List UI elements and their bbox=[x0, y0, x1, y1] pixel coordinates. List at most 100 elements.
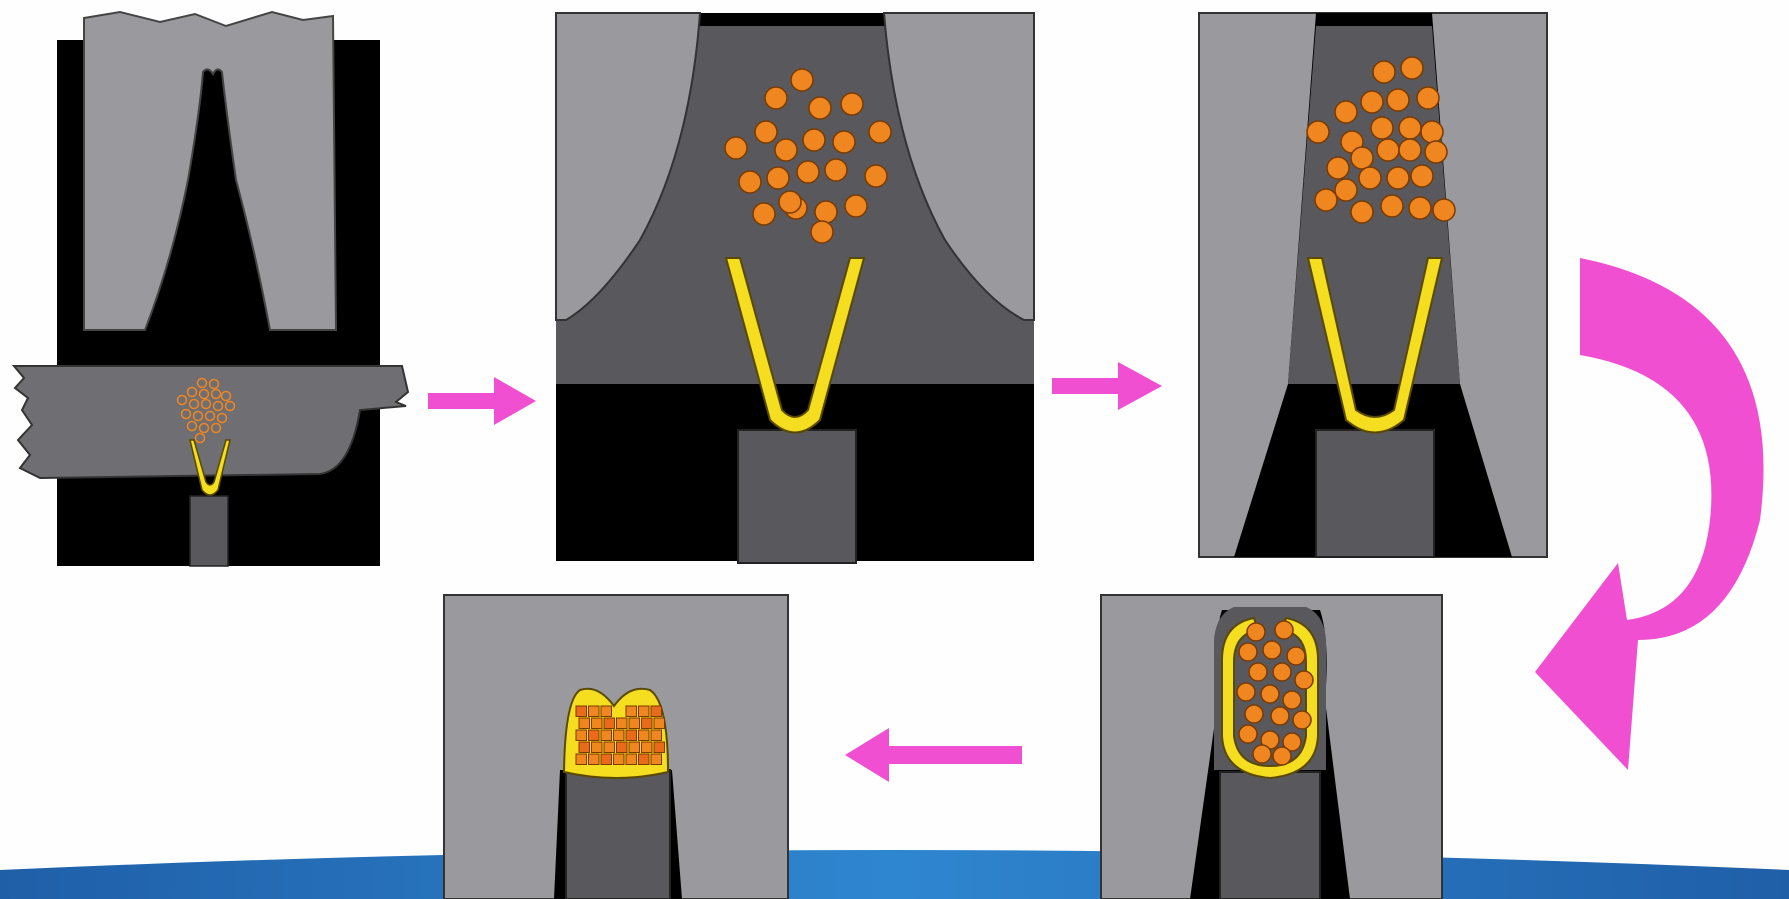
step-4-wings-folding-panel bbox=[1101, 595, 1442, 899]
wire-strand bbox=[1263, 641, 1281, 659]
compressed-strand bbox=[601, 730, 612, 741]
wire-strand bbox=[1275, 621, 1293, 639]
wire-strand bbox=[725, 137, 747, 159]
compressed-strand bbox=[651, 706, 662, 717]
wire-strand bbox=[1293, 711, 1311, 729]
compressed-strand bbox=[589, 706, 600, 717]
wire-strand bbox=[1373, 61, 1395, 83]
wire-strand bbox=[1421, 121, 1443, 143]
wire-strand bbox=[833, 131, 855, 153]
wire-strand bbox=[1399, 117, 1421, 139]
wire-strand bbox=[1327, 157, 1349, 179]
compressed-strand bbox=[589, 730, 600, 741]
step-3-anvil bbox=[1316, 430, 1434, 557]
step-2-wire-positioning-panel bbox=[556, 13, 1034, 563]
wire-strand bbox=[1249, 663, 1267, 681]
wire-strand bbox=[1315, 189, 1337, 211]
wire-strand bbox=[825, 159, 847, 181]
wire-strand bbox=[841, 93, 863, 115]
step-3-crimp-closing-panel bbox=[1199, 13, 1547, 557]
wire-strand bbox=[755, 121, 777, 143]
wire-strand bbox=[1261, 685, 1279, 703]
compressed-strand bbox=[654, 718, 665, 729]
wire-strand bbox=[1271, 707, 1289, 725]
wire-strand bbox=[1399, 139, 1421, 161]
wire-strand bbox=[1283, 691, 1301, 709]
arrow-right-icon bbox=[1052, 362, 1162, 410]
wire-strand bbox=[1377, 139, 1399, 161]
compressed-strand bbox=[601, 754, 612, 765]
compressed-strand bbox=[617, 718, 628, 729]
compressed-strand bbox=[626, 754, 637, 765]
wire-strand bbox=[1371, 117, 1393, 139]
wire-strand bbox=[1417, 87, 1439, 109]
wire-strand bbox=[1273, 663, 1291, 681]
wire-strand bbox=[1351, 147, 1373, 169]
compressed-strand bbox=[651, 754, 662, 765]
compressed-strand bbox=[639, 754, 650, 765]
bottom-accent-bar bbox=[0, 850, 1789, 899]
step-1-anvil-post bbox=[190, 496, 228, 566]
arrow-right-icon bbox=[428, 377, 536, 425]
step-2-anvil bbox=[738, 430, 856, 563]
wire-strand bbox=[815, 201, 837, 223]
compressed-strand bbox=[614, 730, 625, 741]
compressed-strand bbox=[604, 742, 615, 753]
wire-strand bbox=[1335, 101, 1357, 123]
compressed-strand bbox=[639, 706, 650, 717]
compressed-strand bbox=[579, 718, 590, 729]
wire-strand bbox=[1245, 705, 1263, 723]
wire-strand bbox=[1295, 671, 1313, 689]
compressed-strand bbox=[589, 754, 600, 765]
compressed-strand bbox=[642, 742, 653, 753]
compressed-strand bbox=[654, 742, 665, 753]
wire-strand bbox=[1247, 623, 1265, 641]
wire-strand bbox=[739, 171, 761, 193]
compressed-strand bbox=[592, 718, 603, 729]
compressed-strand bbox=[617, 742, 628, 753]
wire-strand bbox=[1381, 195, 1403, 217]
step-5-anvil bbox=[566, 770, 670, 899]
step-5-final-crimp-panel bbox=[444, 595, 788, 899]
compressed-strand bbox=[601, 706, 612, 717]
wire-strand bbox=[753, 203, 775, 225]
compressed-strand bbox=[576, 754, 587, 765]
wire-strand bbox=[1351, 201, 1373, 223]
compressed-strand bbox=[579, 742, 590, 753]
wire-strand bbox=[1387, 167, 1409, 189]
wire-strand bbox=[1287, 647, 1305, 665]
wire-strand bbox=[775, 139, 797, 161]
arrow-left-icon bbox=[845, 728, 1022, 782]
compressed-strand bbox=[576, 730, 587, 741]
compressed-strand bbox=[639, 730, 650, 741]
wire-strand bbox=[1237, 683, 1255, 701]
wire-strand bbox=[1335, 179, 1357, 201]
wire-strand bbox=[1409, 197, 1431, 219]
wire-strand bbox=[1253, 745, 1271, 763]
compressed-strand bbox=[629, 742, 640, 753]
wire-strand bbox=[765, 87, 787, 109]
compressed-strand bbox=[604, 718, 615, 729]
wire-strand bbox=[811, 221, 833, 243]
wire-strand bbox=[1425, 141, 1447, 163]
curved-arrow-icon bbox=[1535, 258, 1764, 770]
wire-strand bbox=[1307, 121, 1329, 143]
wire-strand bbox=[779, 191, 801, 213]
wire-strand bbox=[767, 167, 789, 189]
compressed-strand bbox=[651, 730, 662, 741]
compressed-strand bbox=[626, 706, 637, 717]
compressed-strand bbox=[642, 718, 653, 729]
compressed-strand bbox=[614, 754, 625, 765]
wire-strand bbox=[1411, 165, 1433, 187]
compressed-strand bbox=[629, 718, 640, 729]
wire-strand bbox=[797, 161, 819, 183]
wire-strand bbox=[809, 97, 831, 119]
step-4-anvil bbox=[1220, 772, 1320, 899]
wire-strand bbox=[1401, 57, 1423, 79]
compressed-strand bbox=[576, 706, 587, 717]
wire-strand bbox=[865, 165, 887, 187]
wire-strand bbox=[1359, 167, 1381, 189]
wire-strand bbox=[791, 69, 813, 91]
